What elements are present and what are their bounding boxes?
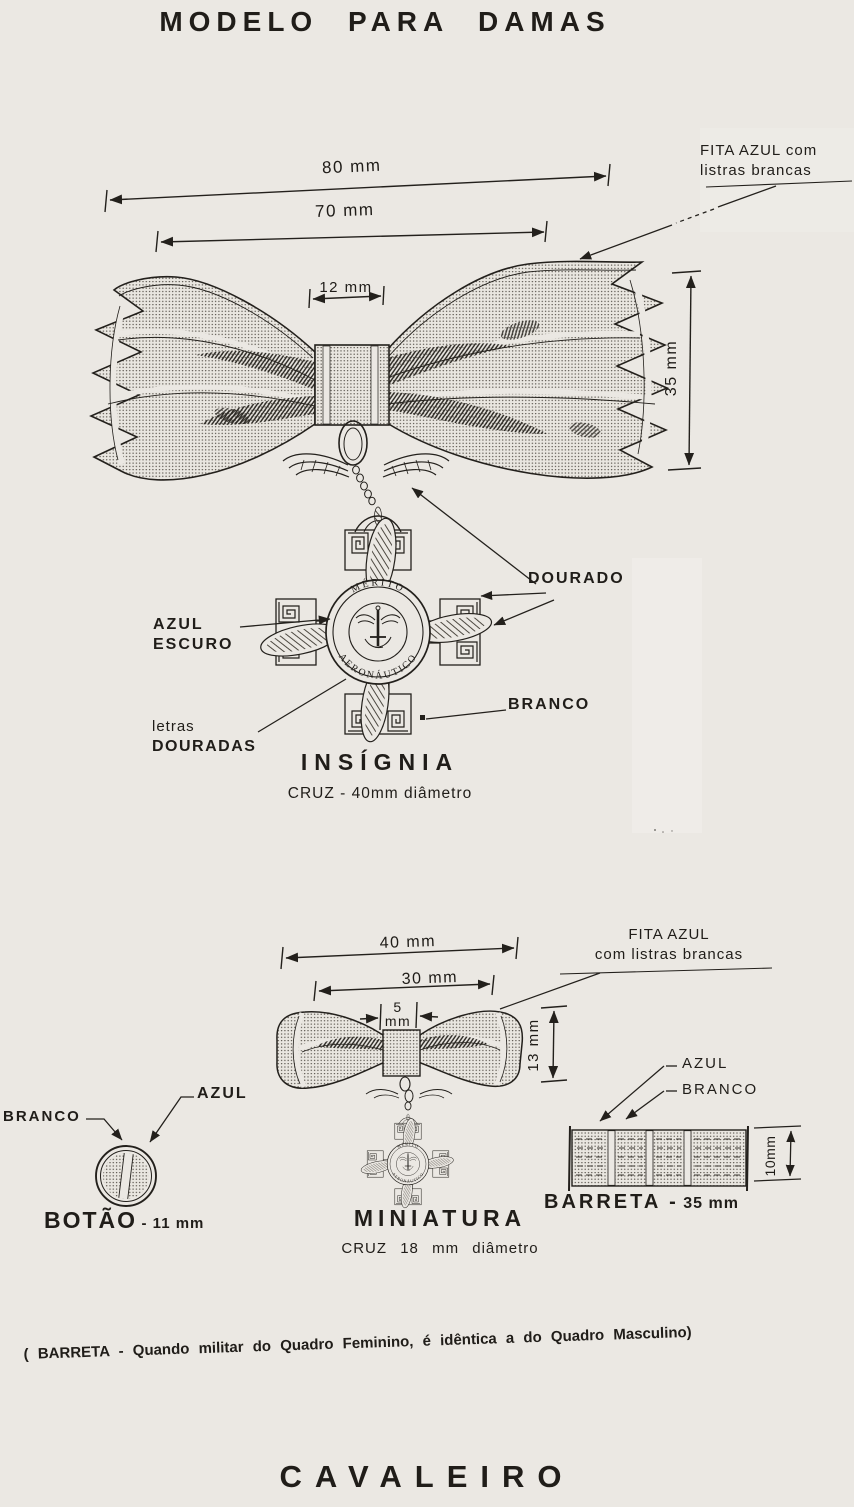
miniatura-suspension bbox=[365, 1076, 453, 1111]
scan-artifact bbox=[632, 558, 702, 833]
ribbon-label-insignia: FITA AZUL com listras brancas bbox=[700, 141, 817, 182]
botao-caption-title: BOTÃO bbox=[44, 1207, 138, 1233]
barreta-label-branco: BRANCO bbox=[682, 1081, 759, 1098]
botao-label-azul: AZUL bbox=[197, 1085, 248, 1102]
label-letras-douradas: letras DOURADAS bbox=[152, 718, 256, 757]
miniatura-cross-drawing bbox=[360, 1114, 454, 1209]
barreta-drawing: 10mm bbox=[568, 1065, 802, 1192]
miniatura-caption-detail: CRUZ 18 mm diâmetro bbox=[341, 1240, 539, 1257]
label-azul-escuro-line1: AZUL bbox=[153, 616, 204, 633]
page-footer: CAVALEIRO bbox=[279, 1459, 575, 1494]
dim-40mm: 40 mm bbox=[379, 933, 436, 952]
label-azul-escuro: AZUL ESCURO bbox=[153, 615, 233, 655]
dim-12mm: 12 mm bbox=[319, 279, 372, 296]
botao-caption: BOTÃO - 11 mm bbox=[44, 1206, 204, 1235]
insignia-cross-drawing bbox=[258, 507, 494, 743]
barreta-caption: BARRETA - 35 mm bbox=[544, 1190, 739, 1215]
miniatura-dimension-texts: 40 mm 30 mm 5 mm 13 mm bbox=[379, 933, 542, 1072]
label-letras-line1: letras bbox=[152, 718, 195, 735]
dim-35mm: 35 mm bbox=[663, 340, 680, 396]
barreta-caption-size: 35 mm bbox=[683, 1195, 739, 1212]
suspension-wings bbox=[282, 453, 450, 478]
dim-30mm: 30 mm bbox=[401, 969, 458, 988]
ribbon-label-mini-line2: com listras brancas bbox=[594, 946, 744, 964]
label-azul-escuro-line2: ESCURO bbox=[153, 636, 234, 653]
bow-ribbon-drawing bbox=[89, 260, 670, 481]
botao-caption-size: - 11 mm bbox=[141, 1215, 205, 1232]
suspension-cord bbox=[352, 465, 376, 506]
ribbon-label-mini-line1: FITA AZUL bbox=[628, 926, 710, 943]
barreta-label-azul: AZUL bbox=[682, 1055, 729, 1072]
miniatura-caption: MINIATURA bbox=[353, 1205, 527, 1231]
ribbon-label-line2: listras brancas bbox=[700, 162, 812, 180]
miniatura-dimension-lines bbox=[280, 936, 568, 1083]
botao-drawing bbox=[86, 1096, 194, 1207]
ribbon-label-miniatura: FITA AZUL com listras brancas bbox=[560, 925, 778, 966]
dim-13mm: 13 mm bbox=[525, 1018, 542, 1071]
barreta-leader-lines bbox=[599, 1065, 677, 1122]
dim-80mm: 80 mm bbox=[322, 156, 382, 178]
miniatura-leader-lines bbox=[499, 967, 773, 1010]
scan-artifact bbox=[700, 128, 854, 232]
miniatura-bow-knot bbox=[382, 1029, 421, 1077]
barreta-caption-title: BARRETA - bbox=[544, 1191, 679, 1213]
insignia-dimension-texts: 80 mm 70 mm 12 mm 35 mm bbox=[315, 156, 680, 396]
dim-5: 5 bbox=[393, 999, 402, 1015]
dim-10mm: 10mm bbox=[762, 1136, 778, 1177]
label-dourado: DOURADO bbox=[528, 570, 625, 587]
label-branco: BRANCO bbox=[508, 696, 591, 713]
botao-label-branco: BRANCO bbox=[3, 1108, 81, 1125]
botao-leader-lines bbox=[86, 1096, 194, 1143]
suspension-drawing bbox=[282, 420, 450, 506]
insignia-caption-detail: CRUZ - 40mm diâmetro bbox=[287, 785, 473, 802]
insignia-dimension-lines bbox=[104, 163, 702, 471]
dim-70mm: 70 mm bbox=[315, 200, 375, 221]
barreta-dimension bbox=[753, 1125, 802, 1182]
label-letras-line2: DOURADAS bbox=[152, 737, 257, 755]
insignia-caption: INSÍGNIA bbox=[300, 749, 460, 775]
scan-specks bbox=[654, 829, 673, 833]
insignia-leader-lines bbox=[239, 180, 853, 733]
page-title: MODELO PARA DAMAS bbox=[159, 6, 611, 37]
dim-5-unit: mm bbox=[385, 1013, 411, 1029]
ribbon-label-line1: FITA AZUL com bbox=[700, 142, 818, 159]
miniatura-bow-drawing bbox=[276, 1010, 524, 1111]
